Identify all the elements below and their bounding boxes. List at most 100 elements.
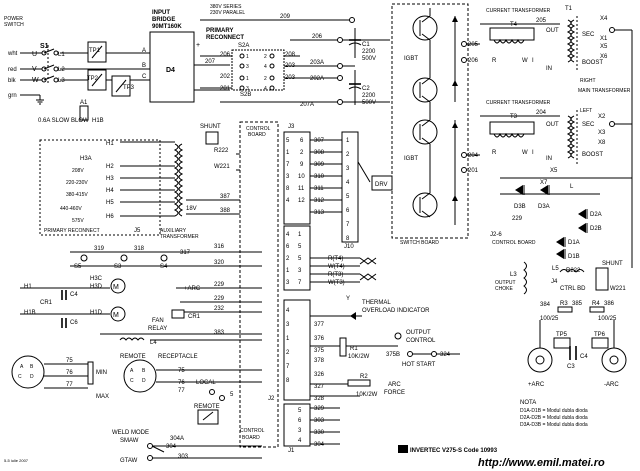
arc-minus: -ARC <box>604 382 619 388</box>
wire-206: 206 <box>312 34 323 40</box>
aux-388: 388 <box>220 208 231 214</box>
weld-mode-label: WELD MODE <box>112 430 149 436</box>
thermal-y: Y <box>346 296 350 302</box>
j10-pin-1: 1 <box>346 138 350 144</box>
igbt-label-1: IGBT <box>404 56 418 62</box>
mt-label: MAIN TRANSFORMER <box>578 88 631 94</box>
aux-387: 387 <box>220 194 231 200</box>
j2-pin-4: 4 <box>286 308 290 314</box>
w232: 232 <box>214 306 225 312</box>
relay-label: RELAY <box>148 326 167 332</box>
current-transformer-top: CURRENT TRANSFORMER T4 R W I 205 <box>480 8 560 64</box>
local-label: LOCAL <box>196 380 216 386</box>
c4: C4 <box>580 354 588 360</box>
arc-plus-l: +ARC <box>184 286 201 292</box>
current-transformer-bottom: CURRENT TRANSFORMER T3 R W I 204 <box>480 100 560 156</box>
c2-label: C2 <box>362 86 370 92</box>
j1-connector: J1 CONTROL BOARD 5 6 3 4 329 303 330 304 <box>240 403 340 454</box>
j3-pin-2: 2 <box>300 150 304 156</box>
input-section: POWER SWITCH S1 wht red blk grn U V W L1… <box>4 16 150 124</box>
receptacle-label: RECEPTACLE <box>158 354 198 360</box>
aux-j5: J5 <box>134 228 141 234</box>
j2-pin-3: 3 <box>286 322 290 328</box>
aux-v220: 220-230V <box>66 180 88 186</box>
fan-label: FAN <box>152 318 164 324</box>
ct-bottom-w: W <box>522 150 528 156</box>
x1: X1 <box>600 36 608 42</box>
w318: 318 <box>134 246 145 252</box>
j10-pin-2: 2 <box>346 152 350 158</box>
aux-section: H1 H3A H2 H3 H4 H5 H6 208V 220-230V 380-… <box>39 124 262 240</box>
remote-label: REMOTE <box>120 354 146 360</box>
power-switch-label2: SWITCH <box>4 22 24 28</box>
w328: 328 <box>314 396 325 402</box>
date: 5-5 iulie 2007 <box>4 458 29 463</box>
model-title: INVERTEC V275-S Code 10993 <box>410 448 498 454</box>
bridge-pin-b: B <box>142 63 146 69</box>
out-ctrl-1: OUTPUT <box>406 330 431 336</box>
s1-label: S1 <box>40 43 49 50</box>
r385: 385 <box>572 301 583 307</box>
wt3: W(T3) <box>328 280 345 286</box>
bridge-label1: INPUT <box>152 10 170 16</box>
rt3: R(T3) <box>328 272 343 278</box>
h1b-label: H1B <box>92 118 104 124</box>
tp6: TP6 <box>594 332 606 338</box>
j1-w304: 304 <box>314 442 325 448</box>
r386: 386 <box>604 301 615 307</box>
pin-c: C <box>18 374 22 380</box>
r384: 384 <box>540 302 551 308</box>
wire-202a: 202A <box>310 76 324 82</box>
mt-t1: T1 <box>565 6 573 12</box>
r4-label: R4 <box>592 301 600 307</box>
series-note: 380V SERIES <box>210 4 242 10</box>
wire-206-r: 206 <box>220 52 231 58</box>
c2-value: 2200 <box>362 93 376 99</box>
r2-label: R2 <box>360 374 368 380</box>
j3-pin-9: 9 <box>300 162 304 168</box>
aux-r222: R222 <box>214 148 229 154</box>
svg-text:1: 1 <box>246 54 249 60</box>
mt-sec-1: SEC <box>582 32 595 38</box>
mt-left: LEFT <box>580 108 592 114</box>
w376: 376 <box>314 336 325 342</box>
arc-force-1: ARC <box>388 382 401 388</box>
j3-w310: 310 <box>314 174 325 180</box>
r1-label: R1 <box>350 346 358 352</box>
c1-volt: 500V <box>362 56 376 62</box>
j1-w330: 330 <box>314 430 325 436</box>
j3-title: J3 <box>288 124 295 130</box>
svg-text:4: 4 <box>264 64 267 70</box>
ct-top-w: W <box>522 58 528 64</box>
w319: 319 <box>94 246 105 252</box>
wt4: W(T4) <box>328 264 345 270</box>
w76-b: 76 <box>178 380 185 386</box>
input-bridge: INPUT BRIDGE 90MT160K D4 A B C + 207 <box>142 10 230 103</box>
wire-l: L <box>570 184 574 190</box>
bridge-label3: 90MT160K <box>152 24 182 30</box>
j2-pin-7: 7 <box>286 364 290 370</box>
j3-pin-6: 6 <box>300 138 304 144</box>
aux-h5: H5 <box>106 200 114 206</box>
j3-pin-11: 11 <box>298 186 305 192</box>
w75-b: 75 <box>178 368 185 374</box>
aux-label: AUXILIARY <box>160 228 187 234</box>
j2-pin-1: 1 <box>286 336 290 342</box>
svg-text:1: 1 <box>298 232 302 238</box>
primary-reconnect: 380V SERIES 230V PARALEL 209 PRIMARY REC… <box>200 4 355 108</box>
cr1-l: CR1 <box>40 300 53 306</box>
pole-l2: L2 <box>58 67 65 73</box>
s4-label: S4 <box>160 264 168 270</box>
wire-208-r: 208 <box>285 52 296 58</box>
switch-board-label: SWITCH BOARD <box>400 240 439 246</box>
svg-text:3: 3 <box>286 280 290 286</box>
j1-control: CONTROL <box>240 428 265 434</box>
parallel-note: 230V PARALEL <box>210 10 245 16</box>
s2b-label: S2B <box>240 92 251 98</box>
bridge-label2: BRIDGE <box>152 17 175 23</box>
wire-209: 209 <box>280 14 291 20</box>
j3-pin-5: 5 <box>286 138 290 144</box>
j3-pin-10: 10 <box>298 174 305 180</box>
d2b: D2B <box>590 226 602 232</box>
ct-top-i: I <box>532 58 534 64</box>
